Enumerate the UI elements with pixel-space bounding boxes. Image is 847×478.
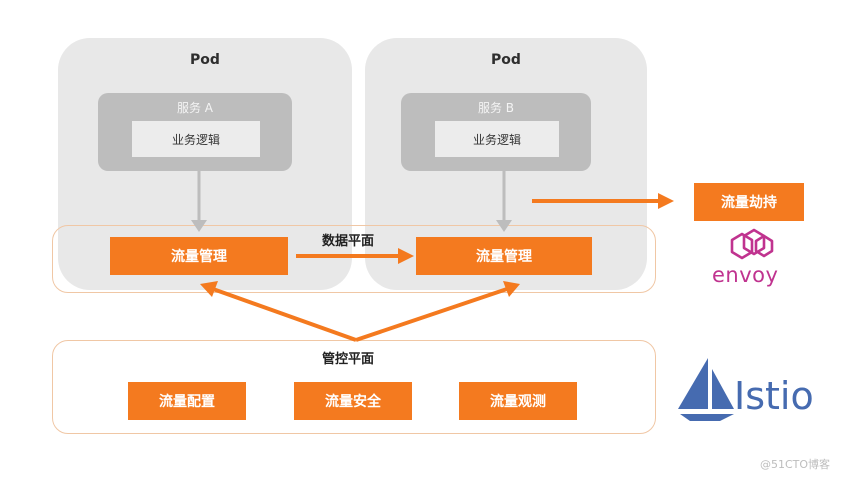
service-b-label: 服务 B bbox=[477, 101, 515, 115]
envoy-logo-mark bbox=[730, 228, 774, 260]
traffic-observability-box: 流量观测 bbox=[459, 382, 577, 420]
traffic-management-a: 流量管理 bbox=[110, 237, 288, 275]
service-a-box: 服务 A 业务逻辑 bbox=[98, 93, 292, 171]
watermark: @51CTO博客 bbox=[760, 458, 831, 471]
istio-logo: Istio bbox=[734, 374, 814, 418]
pod-b-title: Pod bbox=[491, 52, 521, 68]
control-plane-label: 管控平面 bbox=[322, 352, 375, 367]
business-logic-b: 业务逻辑 bbox=[435, 121, 559, 157]
envoy-logo: envoy bbox=[712, 263, 779, 287]
pod-a-title: Pod bbox=[190, 52, 220, 68]
data-plane-label: 数据平面 bbox=[322, 234, 375, 249]
service-b-box: 服务 B 业务逻辑 bbox=[401, 93, 591, 171]
traffic-management-b: 流量管理 bbox=[416, 237, 592, 275]
istio-logo-mark bbox=[678, 358, 734, 421]
traffic-security-box: 流量安全 bbox=[294, 382, 412, 420]
business-logic-a: 业务逻辑 bbox=[132, 121, 260, 157]
traffic-hijack-box: 流量劫持 bbox=[694, 183, 804, 221]
service-a-label: 服务 A bbox=[176, 101, 214, 115]
traffic-config-box: 流量配置 bbox=[128, 382, 246, 420]
